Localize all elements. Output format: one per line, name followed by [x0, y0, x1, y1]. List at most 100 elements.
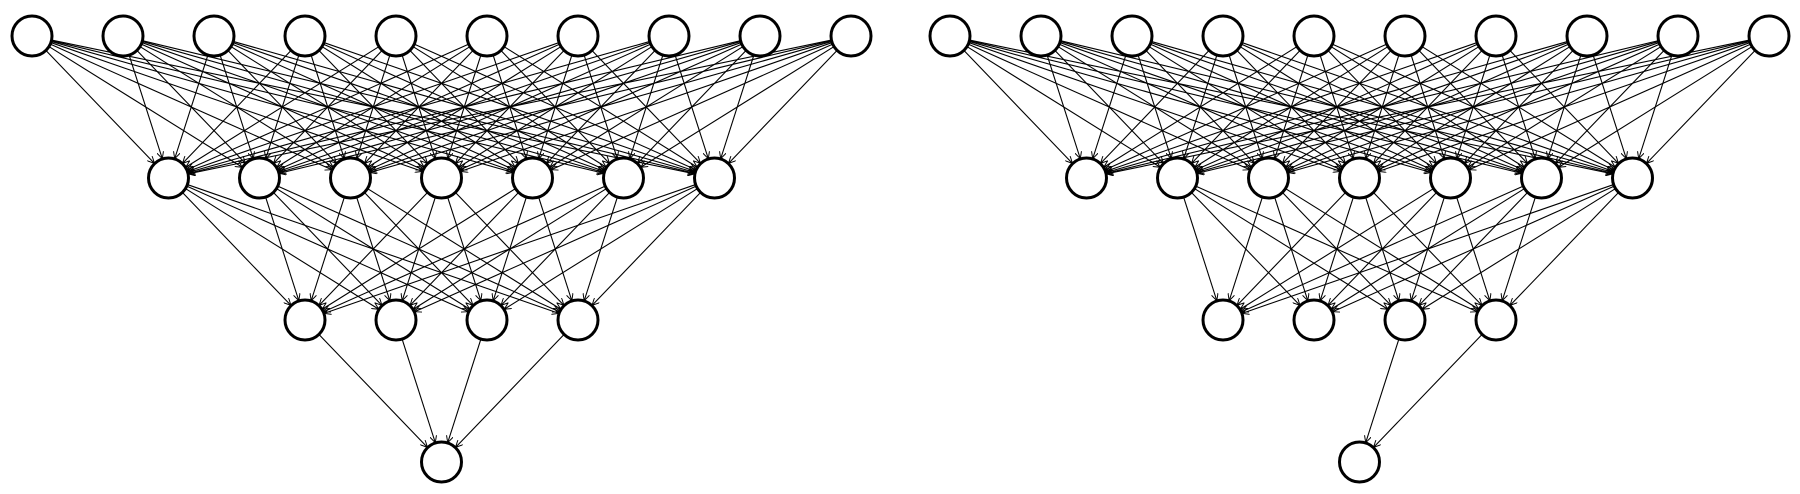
edge-net1-l0n0-l1n0 [45, 50, 154, 162]
edge-net1-l1n6-l2n1 [415, 185, 697, 311]
edge-net1-l0n3-l1n0 [183, 50, 292, 162]
edge-net2-l0n7-l1n0 [1107, 40, 1568, 172]
node-net2-layer0-4 [1292, 14, 1336, 58]
edge-net1-l0n4-l1n0 [186, 46, 380, 167]
edge-net2-l0n9-l1n3 [1379, 42, 1751, 172]
edge-net1-l0n6-l1n0 [188, 42, 560, 172]
edge-net2-l0n9-l1n2 [1289, 40, 1750, 172]
node-net1-layer1-5 [602, 156, 645, 200]
edge-net2-l0n5-l1n0 [1106, 43, 1387, 169]
node-net2-layer2-1 [1292, 298, 1336, 342]
edge-net2-l0n4-l1n0 [1104, 46, 1298, 167]
node-net1-layer0-4 [374, 14, 418, 58]
edge-net1-l0n9-l1n3 [461, 42, 833, 172]
edge-net1-l1n0-l2n0 [181, 192, 290, 304]
edge-net1-l0n9-l1n2 [371, 40, 832, 172]
node-net2-layer0-0 [928, 14, 972, 58]
edge-net1-l0n9-l1n6 [729, 50, 838, 162]
edge-net1-l2n1-l3n0 [401, 338, 435, 442]
nodes-layer [10, 14, 1791, 484]
node-net1-layer0-5 [465, 14, 509, 58]
edge-net1-l1n5-l2n0 [324, 185, 606, 311]
edge-net1-l1n6-l2n0 [325, 184, 696, 314]
node-net1-layer0-8 [738, 14, 782, 58]
node-net1-layer0-0 [10, 14, 54, 58]
node-net2-layer0-7 [1565, 14, 1609, 58]
edge-net2-l0n9-l1n6 [1647, 50, 1756, 162]
edge-net2-l0n9-l1n1 [1198, 40, 1750, 173]
node-net1-layer1-3 [420, 156, 463, 200]
edges-layer [45, 39, 1756, 447]
edge-net1-l0n7-l1n0 [189, 40, 650, 172]
edge-net2-l1n6-l2n2 [1423, 188, 1616, 309]
node-net1-layer1-0 [147, 156, 190, 200]
edge-net2-l0n2-l1n0 [1093, 54, 1127, 158]
node-net1-layer1-1 [238, 156, 281, 200]
edge-net1-l2n3-l3n0 [456, 334, 565, 446]
edge-net2-l1n1-l2n0 [1183, 196, 1217, 300]
node-net1-layer1-4 [511, 156, 554, 200]
node-net2-layer1-1 [1156, 156, 1199, 200]
node-net2-layer0-5 [1383, 14, 1427, 58]
node-net2-layer2-2 [1383, 298, 1427, 342]
node-net2-layer0-6 [1474, 14, 1518, 58]
node-net2-layer0-1 [1019, 14, 1063, 58]
node-net1-layer1-6 [693, 156, 736, 200]
node-net1-layer0-1 [101, 14, 145, 58]
node-net2-layer1-2 [1247, 156, 1290, 200]
node-net1-layer0-6 [556, 14, 600, 58]
edge-net1-l0n9-l1n0 [189, 39, 832, 174]
edge-net1-l0n1-l1n0 [128, 54, 162, 158]
edge-net2-l1n3-l2n0 [1238, 192, 1347, 304]
node-net1-layer0-9 [829, 14, 873, 58]
node-net2-layer0-9 [1747, 14, 1791, 58]
node-net2-layer2-3 [1474, 298, 1518, 342]
edge-net1-l1n6-l2n2 [505, 188, 698, 309]
node-net2-layer1-3 [1338, 156, 1381, 200]
edge-net1-l1n3-l2n0 [320, 192, 429, 304]
edge-net1-l1n1-l2n0 [265, 196, 299, 300]
node-net2-layer2-0 [1201, 298, 1245, 342]
node-net1-layer1-2 [329, 156, 372, 200]
edge-net1-l1n2-l2n0 [311, 196, 345, 300]
edge-net2-l0n1-l1n0 [1046, 54, 1080, 158]
node-net2-layer0-3 [1201, 14, 1245, 58]
node-net1-layer2-2 [465, 298, 509, 342]
edge-net2-l0n9-l1n4 [1470, 43, 1751, 169]
node-net1-layer0-3 [283, 14, 327, 58]
node-net2-layer1-6 [1611, 156, 1654, 200]
edge-net2-l0n9-l1n0 [1107, 39, 1750, 174]
edge-net1-l2n0-l3n0 [318, 334, 427, 446]
edge-net1-l1n4-l2n0 [323, 188, 516, 309]
edge-net2-l1n6-l2n1 [1333, 185, 1615, 311]
node-net1-layer2-1 [374, 298, 418, 342]
node-net1-layer3-0 [420, 440, 463, 484]
edge-net1-l1n6-l2n3 [593, 192, 702, 304]
edge-net1-l0n9-l1n4 [552, 43, 833, 169]
node-net1-layer2-0 [283, 298, 327, 342]
node-net2-layer0-2 [1110, 14, 1154, 58]
edge-net2-l1n5-l2n0 [1242, 185, 1524, 311]
node-net1-layer0-2 [192, 14, 236, 58]
node-net1-layer0-7 [647, 14, 691, 58]
node-net2-layer1-4 [1429, 156, 1472, 200]
edge-net2-l0n3-l1n0 [1101, 50, 1210, 162]
node-net2-layer0-8 [1656, 14, 1700, 58]
edge-net2-l2n3-l3n0 [1374, 334, 1483, 446]
edge-net2-l0n6-l1n0 [1106, 42, 1478, 172]
node-net2-layer1-0 [1065, 156, 1108, 200]
edge-net2-l1n2-l2n0 [1229, 196, 1263, 300]
edge-net1-l0n9-l1n1 [280, 40, 832, 173]
edge-net1-l0n9-l1n5 [641, 46, 835, 167]
edge-net2-l0n0-l1n0 [963, 50, 1072, 162]
edge-net1-l0n2-l1n0 [175, 54, 209, 158]
edge-net2-l0n9-l1n5 [1559, 46, 1753, 167]
node-net2-layer3-0 [1338, 440, 1381, 484]
edge-net2-l0n8-l1n0 [1107, 40, 1659, 173]
edge-net1-l0n5-l1n0 [188, 43, 469, 169]
edge-net2-l1n4-l2n0 [1241, 188, 1434, 309]
node-net1-layer2-3 [556, 298, 600, 342]
edge-net1-l0n8-l1n0 [189, 40, 741, 173]
edge-net2-l2n2-l3n0 [1366, 338, 1400, 442]
